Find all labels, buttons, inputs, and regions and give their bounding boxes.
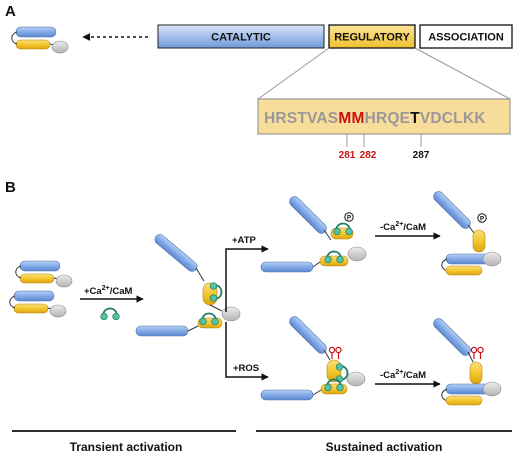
compact-subunit-icon (11, 26, 69, 54)
catalytic-domain-label: CATALYTIC (211, 32, 271, 44)
ca-cam-label: +Ca2+/CaM (84, 285, 132, 297)
position-282: 282 (360, 150, 377, 161)
zoom-line-right (414, 47, 511, 100)
ros-label: +ROS (233, 363, 259, 374)
position-281: 281 (339, 150, 356, 161)
svg-text:P: P (480, 217, 484, 223)
autonomous-oxidized-dimer (433, 318, 502, 406)
remove-cam-label-top: -Ca2+/CaM (380, 221, 426, 233)
sequence-methionines: MM (338, 110, 364, 127)
autonomous-phosphorylated-dimer: P (433, 191, 502, 276)
remove-cam-label-bottom: -Ca2+/CaM (380, 369, 426, 381)
sequence-part-3: HRQE (365, 110, 411, 127)
sequence-threonine: T (410, 110, 420, 127)
svg-text:P: P (347, 216, 351, 222)
sequence-part-1: HRSTVAS (264, 110, 338, 127)
position-287: 287 (413, 150, 430, 161)
atp-branch-arrow (225, 245, 269, 312)
zoom-line-left (257, 47, 330, 100)
association-domain-label: ASSOCIATION (428, 32, 504, 44)
atp-label: +ATP (232, 235, 257, 246)
catalytic-domain (157, 24, 325, 49)
phosphorylated-cam-bound-dimer: P (260, 196, 367, 273)
sustained-phase-label: Sustained activation (326, 440, 443, 454)
regulatory-sequence: HRSTVASMMHRQETVDCLKK (264, 110, 486, 127)
regulatory-domain (328, 24, 416, 49)
sequence-box (257, 98, 511, 135)
sequence-part-5: VDCLKK (420, 110, 486, 127)
panel-a-label: A (5, 3, 16, 20)
domain-bar: CATALYTIC REGULATORY ASSOCIATION (157, 24, 513, 49)
transient-phase-label: Transient activation (70, 440, 183, 454)
active-kinase-dimer (135, 234, 241, 337)
panel-b-label: B (5, 179, 16, 196)
oxidized-cam-bound-dimer (260, 316, 366, 401)
ros-branch-arrow (225, 322, 269, 381)
association-domain (419, 24, 513, 49)
regulatory-domain-label: REGULATORY (334, 32, 410, 44)
calmodulin-icon (99, 307, 121, 321)
inactive-kinase-dimer (9, 260, 73, 318)
